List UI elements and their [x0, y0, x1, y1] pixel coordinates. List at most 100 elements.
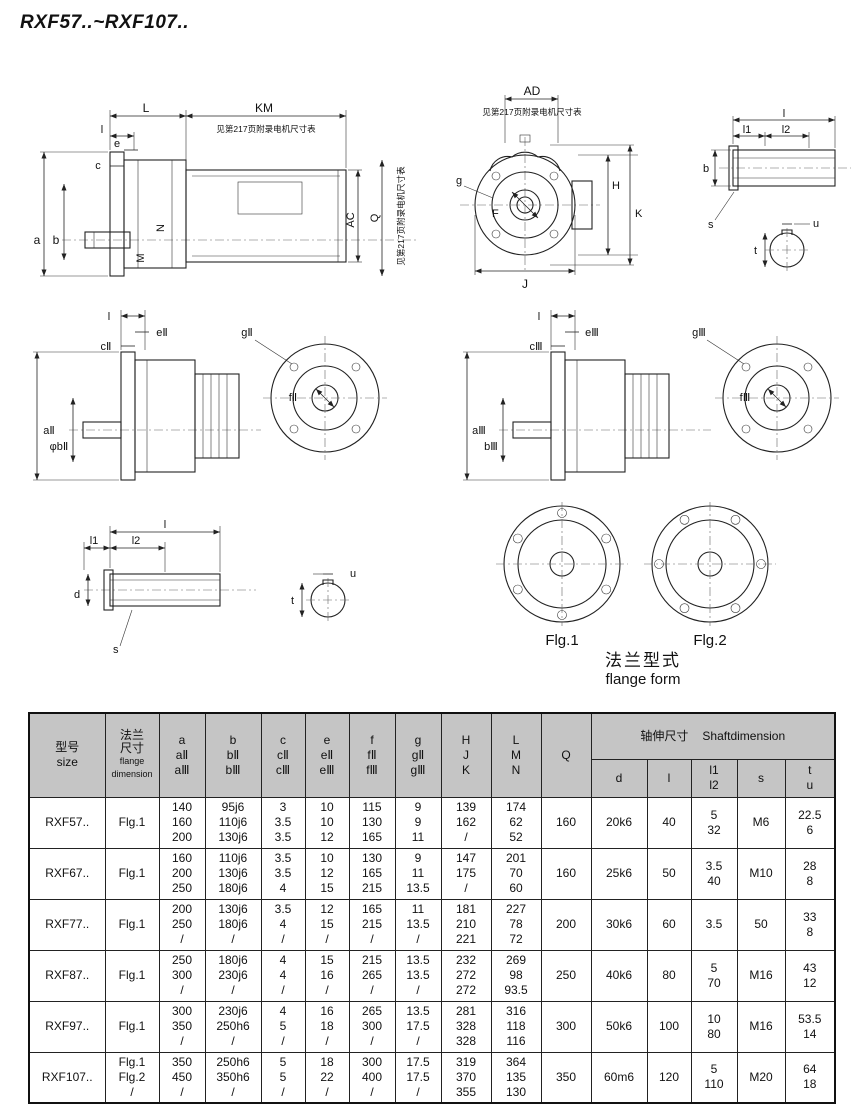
dim-label-e2: eⅡ: [156, 327, 168, 339]
dim-label-Q: Q: [369, 213, 381, 222]
shaft-section-detail-2: [306, 578, 350, 622]
drawing-version-3-side-view: l eⅢ cⅢ aⅢ bⅢ gⅢ fⅢ: [463, 310, 839, 481]
flange-circle-2: [263, 336, 387, 460]
dim-label-K: K: [635, 208, 643, 220]
dim-label-a: a: [34, 233, 41, 247]
fig1-label: Flg.1: [545, 632, 578, 649]
cell-d: 50k6: [590, 1000, 648, 1053]
dim-label-l1: l1: [743, 124, 752, 136]
dim-label-c3: cⅢ: [529, 341, 542, 353]
col-header-d: d: [590, 758, 648, 798]
gearbox-outline-2: [82, 351, 240, 481]
dim-label-g2: gⅡ: [241, 327, 253, 339]
fig2-label: Flg.2: [693, 632, 726, 649]
dim-label-l-v2: l: [108, 311, 110, 323]
cell-q: 160: [540, 847, 592, 900]
motor-size-note-2: 见第217页附录电机尺寸表: [482, 107, 582, 117]
housing-outline: [474, 134, 593, 256]
shaft-outline: [728, 145, 836, 191]
cell-q: 300: [540, 1000, 592, 1053]
dim-label-l-hollow: l: [783, 108, 785, 120]
dim-label-KM: KM: [255, 101, 273, 115]
cell-flange: Flg.1: [104, 796, 160, 849]
cell-model: RXF107..: [28, 1051, 106, 1104]
dimension-lines-1: [40, 110, 385, 277]
dim-label-b3: bⅢ: [484, 441, 498, 453]
drawing-solid-shaft-detail: l l1 l2 d s t u: [74, 519, 356, 656]
drawing-gearmotor-side-view: L KM 见第217页附录电机尺寸表 l e c a b N M AC Q 见第…: [34, 101, 416, 277]
cell-s: M10: [736, 847, 786, 900]
dim-label-d: d: [74, 589, 80, 601]
flange-form-caption: 法兰型式 flange form: [478, 646, 808, 688]
gearbox-outline-3: [512, 351, 670, 481]
cell-model: RXF97..: [28, 1000, 106, 1053]
cell-l: 80: [646, 949, 692, 1002]
gearmotor-outline: [84, 151, 347, 277]
cell-l: 60: [646, 898, 692, 951]
dim-label-t: t: [754, 245, 757, 257]
col-header-q: Q: [540, 712, 592, 798]
cell-l: 120: [646, 1051, 692, 1104]
dim-label-b: b: [53, 233, 60, 247]
cell-s: M16: [736, 1000, 786, 1053]
flange-fig2: [644, 502, 776, 626]
drawing-flange-forms: Flg.1 Flg.2: [496, 502, 776, 649]
dim-label-l-solid: l: [164, 519, 166, 531]
drawing-version-2-side-view: l eⅡ cⅡ aⅡ φbⅡ gⅡ fⅡ: [33, 310, 387, 481]
cell-s: M20: [736, 1051, 786, 1104]
cell-q: 250: [540, 949, 592, 1002]
col-header-l: l: [646, 758, 692, 798]
page-title: RXF57..~RXF107..: [20, 12, 190, 33]
cell-d: 20k6: [590, 796, 648, 849]
flange-fig1: [496, 502, 628, 626]
dimension-lines-3: [711, 116, 836, 267]
cell-model: RXF57..: [28, 796, 106, 849]
cell-d: 25k6: [590, 847, 648, 900]
dim-label-g3: gⅢ: [692, 327, 706, 339]
